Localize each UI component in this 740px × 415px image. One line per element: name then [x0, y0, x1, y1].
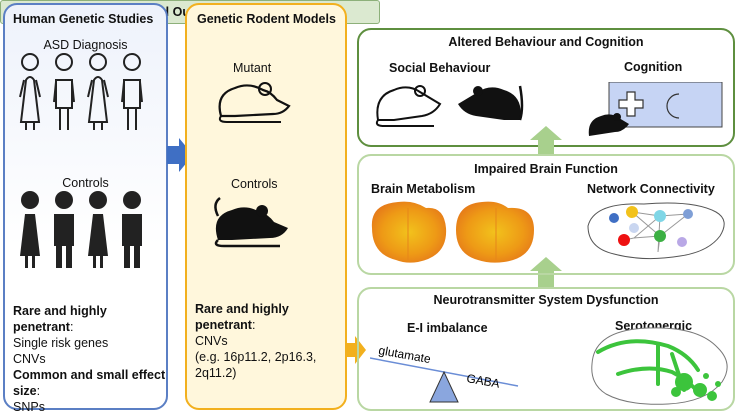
brain-metabolism-label: Brain Metabolism [371, 182, 476, 196]
rodent-item: (e.g. 16p11.2, 2p16.3, [195, 350, 317, 364]
brain-function-box: Impaired Brain Function Brain Metabolism… [357, 154, 735, 275]
serotonergic-brain-diagram [591, 327, 728, 405]
human-common-heading: Common and small effect [13, 368, 166, 382]
human-controls-label: Controls [62, 176, 109, 190]
glutamate-label: glutamate [377, 343, 432, 366]
rodent-variant-list: Rare and highly penetrant: CNVs (e.g. 16… [195, 302, 317, 380]
mutant-mouse-icon [218, 82, 291, 123]
mutant-label: Mutant [233, 61, 272, 75]
arrow-up-icon [530, 126, 562, 156]
genetic-rodent-models-panel: Genetic Rodent Models Mutant Controls Ra… [185, 3, 347, 410]
asd-people-icon [19, 53, 143, 130]
ei-imbalance-label: E-I imbalance [407, 321, 488, 335]
behaviour-box-title: Altered Behaviour and Cognition [448, 35, 644, 49]
rodent-rare-heading: penetrant: [195, 318, 256, 332]
cognition-task-icon [588, 82, 723, 136]
ei-balance-diagram: glutamate GABA [370, 343, 519, 403]
human-genetic-studies-panel: Human Genetic Studies ASD Diagnosis Cont… [3, 3, 168, 414]
network-connectivity-label: Network Connectivity [587, 182, 715, 196]
cognition-label: Cognition [624, 60, 683, 74]
rodent-item: CNVs [195, 334, 228, 348]
brain-function-title: Impaired Brain Function [474, 162, 618, 176]
human-rare-heading: Rare and highly penetrant: [13, 304, 107, 334]
human-common-item: SNPs [13, 400, 45, 414]
social-mice-icon [375, 85, 524, 127]
human-variant-list: Rare and highly penetrant: Single risk g… [13, 304, 166, 414]
social-behaviour-label: Social Behaviour [389, 61, 491, 75]
human-rare-item: Single risk genes [13, 336, 109, 350]
rodent-item: 2q11.2) [195, 366, 237, 380]
rodent-controls-label: Controls [231, 177, 278, 191]
human-rare-item: CNVs [13, 352, 46, 366]
neurotransmitter-title: Neurotransmitter System Dysfunction [433, 293, 659, 307]
controls-people-icon [20, 191, 142, 268]
arrow-right-icon [346, 336, 366, 364]
arrow-right-icon [167, 138, 193, 172]
gaba-label: GABA [465, 371, 500, 391]
network-connectivity-diagram [587, 202, 725, 260]
brain-metabolism-image [371, 201, 534, 263]
human-panel-title: Human Genetic Studies [13, 12, 154, 26]
control-mouse-icon [214, 197, 288, 248]
arrow-up-icon [530, 257, 562, 287]
asd-diagnosis-label: ASD Diagnosis [43, 38, 128, 52]
behaviour-cognition-box: Altered Behaviour and Cognition Social B… [357, 28, 735, 147]
rodent-panel-title: Genetic Rodent Models [197, 12, 336, 26]
